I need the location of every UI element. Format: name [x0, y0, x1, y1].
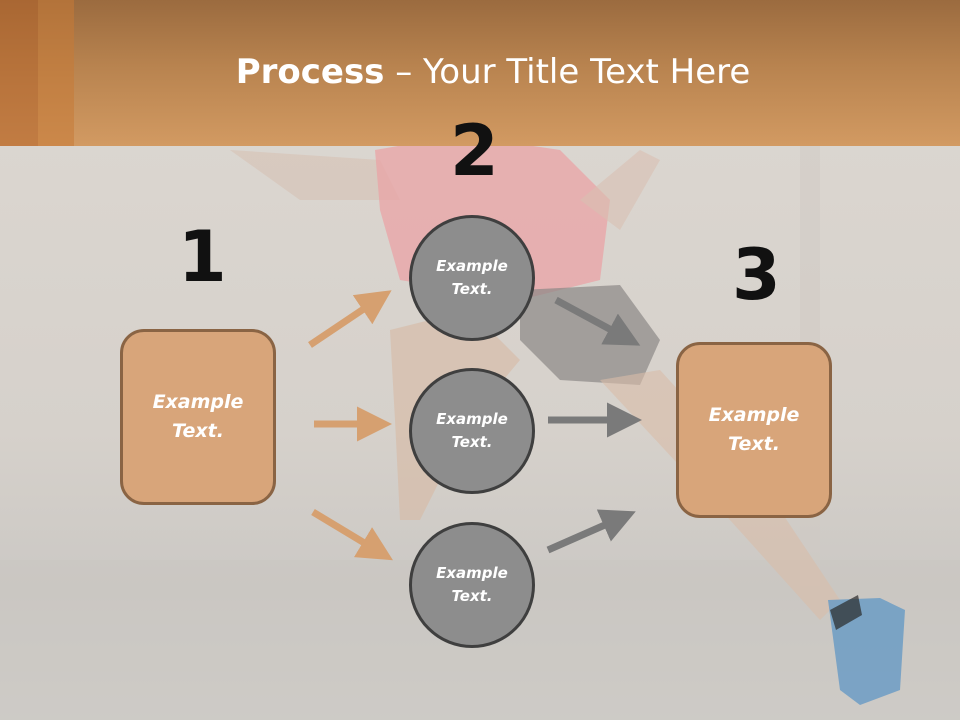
step-1-box: Example Text. [120, 329, 276, 505]
step-number-2: 2 [450, 110, 499, 192]
step-3-text: Example Text. [708, 404, 800, 455]
step-number-3: 3 [732, 234, 781, 316]
arrow-2c-to-3 [546, 509, 636, 554]
header-accent-strip [38, 0, 74, 146]
arrow-2a-to-3 [554, 296, 641, 346]
title-bold: Process [235, 52, 385, 92]
step-3-box: Example Text. [676, 342, 832, 518]
title-rest: – Your Title Text Here [384, 52, 751, 92]
header-accent-strip [0, 0, 38, 146]
step-2-circle-2: Example Text. [409, 368, 535, 494]
arrow-1-to-2a [308, 290, 392, 348]
step-2-circle-1: Example Text. [409, 215, 535, 341]
step-2-circle-3-text: Example Text. [436, 564, 508, 605]
slide-title: Process – Your Title Text Here [0, 52, 960, 92]
step-number-1: 1 [178, 216, 227, 298]
step-2-circle-3: Example Text. [409, 522, 535, 648]
arrow-1-to-2c [311, 509, 393, 561]
step-1-text: Example Text. [152, 391, 244, 442]
step-2-circle-2-text: Example Text. [436, 410, 508, 451]
header-bar [0, 0, 960, 146]
step-2-circle-1-text: Example Text. [436, 257, 508, 298]
